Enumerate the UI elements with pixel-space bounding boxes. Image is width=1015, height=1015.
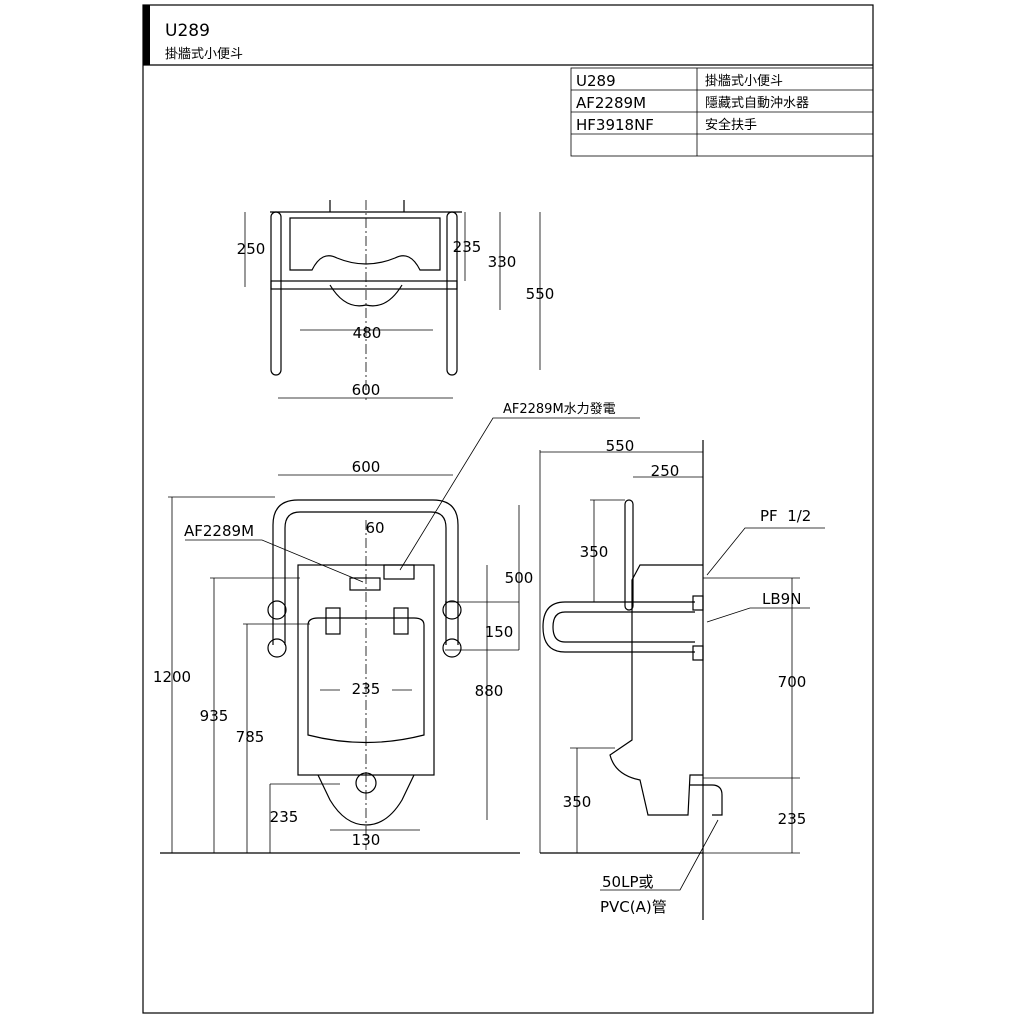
table-code: AF2289M [576,94,646,112]
side-dim-350-bottom: 350 [563,793,592,811]
side-view [539,440,825,920]
table-desc: 掛牆式小便斗 [705,74,783,89]
front-dim-130: 130 [352,831,381,849]
front-dim-935: 935 [200,707,229,725]
top-dim-480: 480 [353,324,382,342]
side-dim-250: 250 [651,462,680,480]
front-dim-600: 600 [352,458,381,476]
front-dim-235-center: 235 [352,680,381,698]
front-dim-880: 880 [475,682,504,700]
top-view [244,200,541,400]
side-dim-700: 700 [778,673,807,691]
side-dim-550: 550 [606,437,635,455]
top-dim-550: 550 [526,285,555,303]
front-dim-500: 500 [505,569,534,587]
callout-sensor: AF2289M水力發電 [503,402,616,417]
top-dim-600: 600 [352,381,381,399]
front-dim-150: 150 [485,623,514,641]
top-dim-250: 250 [237,240,266,258]
pipe-label-line1: 50LP或 [602,873,654,891]
table-code: HF3918NF [576,116,654,134]
parts-table: U289 掛牆式小便斗 AF2289M 隱藏式自動沖水器 HF3918NF 安全… [570,67,874,157]
front-dim-1200: 1200 [153,668,191,686]
title-name: 掛牆式小便斗 [165,47,243,62]
table-code: U289 [576,72,616,90]
front-view [160,417,640,854]
side-dim-350-top: 350 [580,543,609,561]
side-dim-235: 235 [778,810,807,828]
callout-flush-valve: AF2289M [184,522,254,540]
sheet-border [142,4,874,1014]
front-dim-235-bottom: 235 [270,808,299,826]
top-dim-330: 330 [488,253,517,271]
label-pf-half-inch: PF 1/2 [760,507,811,525]
table-desc: 安全扶手 [705,117,757,133]
pipe-label-line2: PVC(A)管 [600,898,667,916]
title-model: U289 [165,21,210,41]
front-dim-60: 60 [365,519,384,537]
title-bar-marker [143,5,150,65]
label-lb9n: LB9N [762,590,801,608]
top-dim-235: 235 [453,238,482,256]
table-desc: 隱藏式自動沖水器 [705,96,809,111]
front-dim-785: 785 [236,728,265,746]
